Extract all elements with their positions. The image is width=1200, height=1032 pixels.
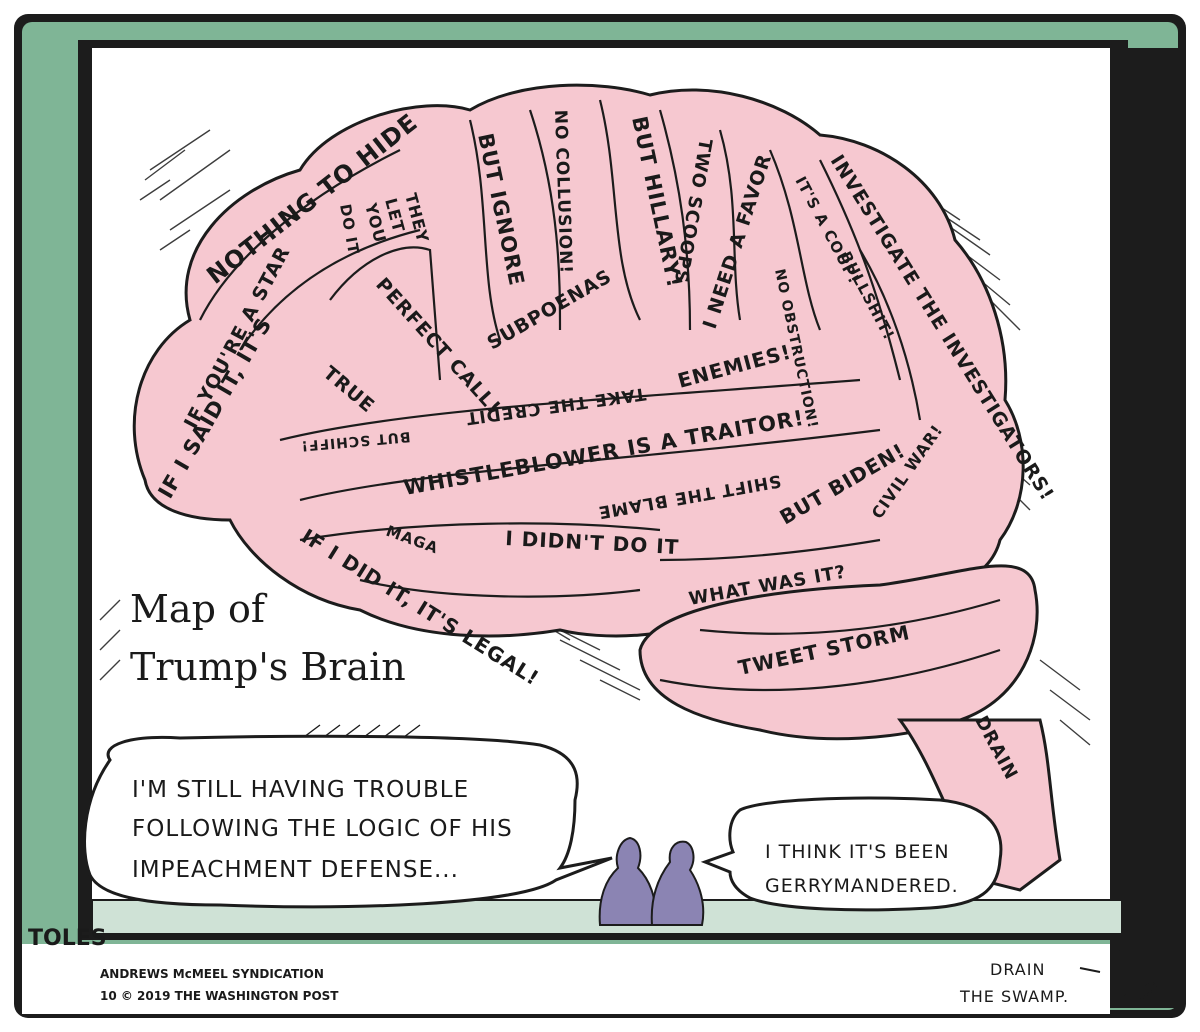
figure-right: [650, 840, 705, 926]
right-dark-band: [1110, 48, 1180, 1008]
speech-balloon-right: [700, 796, 1003, 912]
bottom-margin: [22, 944, 1110, 1014]
speech-shadow: [299, 724, 421, 741]
speech-right-line2: GERRYMANDERED.: [765, 875, 959, 897]
speech-left-line2: FOLLOWING THE LOGIC OF HIS: [132, 816, 513, 842]
brain-stem: [897, 718, 1062, 892]
caption-line2: Trump's Brain: [130, 645, 406, 689]
tiny-figure-icon: [1119, 944, 1161, 1001]
brain-cerebellum: [638, 564, 1039, 741]
speech-left-line1: I'M STILL HAVING TROUBLE: [132, 777, 469, 803]
drain-dash: [1079, 967, 1101, 973]
brain-cerebrum: [132, 83, 1025, 638]
speech-left-line3: IMPEACHMENT DEFENSE...: [132, 857, 459, 883]
speech-balloon-left: [83, 734, 613, 909]
figures: [598, 836, 705, 926]
brain-folds: [199, 99, 1001, 692]
drain-swamp-line1: DRAIN: [990, 960, 1045, 979]
credit-copyright: 10 © 2019 THE WASHINGTON POST: [100, 989, 339, 1003]
caption-line1: Map of: [130, 587, 268, 631]
signature: TOLES: [28, 926, 107, 951]
speech-right-line1: I THINK IT'S BEEN: [765, 841, 950, 863]
credit-syndication: ANDREWS McMEEL SYNDICATION: [100, 967, 324, 981]
figure-left: [598, 836, 657, 926]
drain-swamp-line2: THE SWAMP.: [959, 987, 1069, 1006]
